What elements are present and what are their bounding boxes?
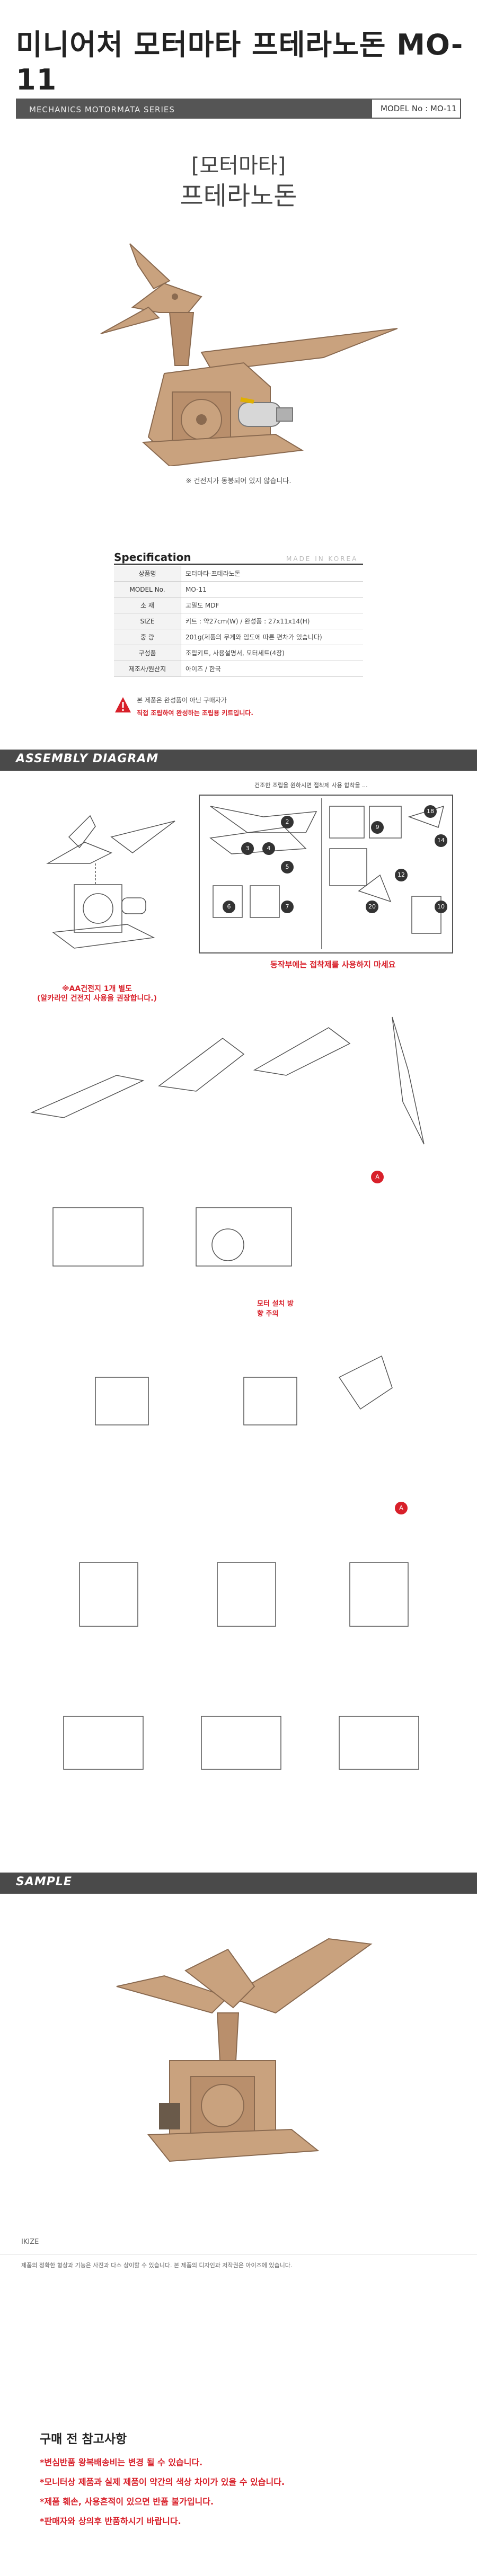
spec-value: 키트 : 약27cm(W) / 완성품 : 27x11x14(H) xyxy=(181,613,363,629)
spec-label: 상품명 xyxy=(114,566,181,582)
spec-title: Specification xyxy=(114,551,191,564)
battery-note-line: ※AA건전지 1개 별도 xyxy=(61,985,132,993)
notice-item: *변심반품 왕복배송비는 변경 될 수 있습니다. xyxy=(40,2457,203,2467)
spec-label: 제조사/원산지 xyxy=(114,661,181,677)
glue-warning: 동작부에는 접착제를 사용하지 마세요 xyxy=(270,960,396,969)
spec-divider xyxy=(114,564,363,565)
part-number-badge: 14 xyxy=(435,834,447,847)
sample-product-image xyxy=(116,1938,373,2162)
note-line: 직접 조립하여 완성하는 조립용 키트입니다. xyxy=(137,709,253,717)
brand-logo: IKIZE xyxy=(21,2238,39,2246)
spec-value: 조립키트, 사용설명서, 모터세트(4장) xyxy=(181,645,363,661)
battery-note-line: (알카라인 건전지 사용을 권장합니다.) xyxy=(37,994,157,1003)
part-number-badge: 4 xyxy=(262,842,275,855)
spec-value: 고밀도 MDF xyxy=(181,597,363,613)
spec-value: 아이즈 / 한국 xyxy=(181,661,363,677)
motor-direction-note: 모터 설치 방향 주의 xyxy=(257,1300,294,1318)
notice-title: 구매 전 참고사항 xyxy=(40,2432,127,2446)
parts-board-drawing xyxy=(209,798,445,949)
assembly-section-bar xyxy=(0,750,477,771)
warning-icon xyxy=(115,697,131,712)
part-number-badge: 6 xyxy=(223,901,235,913)
spec-label: SIZE xyxy=(114,613,181,629)
part-number-badge: 3 xyxy=(241,842,254,855)
marker-a-badge: A xyxy=(371,1171,384,1183)
page-title: 미니어처 모터마타 프테라노돈 MO-11 xyxy=(16,28,464,96)
assembly-section-title: ASSEMBLY DIAGRAM xyxy=(16,752,159,765)
footer-note: 제품의 정확한 형상과 기능은 사진과 다소 상이할 수 있습니다. 본 제품의… xyxy=(21,2262,293,2269)
battery-note: ※AA건전지 1개 별도 (알카라인 건전지 사용을 권장합니다.) xyxy=(37,984,157,1003)
spec-row: MODEL No.MO-11 xyxy=(114,581,363,598)
exploded-view xyxy=(46,815,175,949)
spec-value: MO-11 xyxy=(181,581,363,598)
part-number-badge: 20 xyxy=(366,901,378,913)
part-number-badge: 18 xyxy=(424,805,437,818)
spec-label: MODEL No. xyxy=(114,581,181,598)
spec-value: 201g(제품의 무게와 임도에 따른 편차가 있습니다) xyxy=(181,629,363,645)
notice-item: *제품 훼손, 사용흔적이 있으면 반품 불가입니다. xyxy=(40,2497,214,2507)
parts-board xyxy=(199,795,453,953)
spec-notes: 본 제품은 완성품이 아닌 구매자가 직접 조립하여 완성하는 조립용 키트입니… xyxy=(137,694,253,719)
assembly-note: 건조한 조립을 원하시면 접착제 사용 합착을 ... xyxy=(254,782,368,789)
battery-caption: ※ 건전지가 동봉되어 있지 않습니다. xyxy=(186,477,292,485)
series-label: MECHANICS MOTORMATA SERIES xyxy=(29,105,175,114)
note-line: 본 제품은 완성품이 아닌 구매자가 xyxy=(137,697,227,704)
final-assembly-steps xyxy=(63,1562,419,1770)
spec-value: 모터마타-프테라노돈 xyxy=(181,566,363,582)
product-category: [모터마타] xyxy=(191,154,286,178)
spec-label: 구성품 xyxy=(114,645,181,661)
part-number-badge: 10 xyxy=(435,901,447,913)
notice-item: *판매자와 상의후 반품하시기 바랍니다. xyxy=(40,2516,181,2526)
marker-a-badge: A xyxy=(395,1502,408,1514)
product-name: 프테라노돈 xyxy=(180,181,297,211)
spec-label: 소 재 xyxy=(114,597,181,613)
part-number-badge: 5 xyxy=(281,861,294,873)
wing-assembly-steps xyxy=(30,1017,425,1145)
notice-item: *모니터상 제품과 실제 제품이 약간의 색상 차이가 있을 수 있습니다. xyxy=(40,2477,285,2487)
model-box xyxy=(371,99,461,119)
sample-section-bar xyxy=(0,1873,477,1894)
part-number-badge: 12 xyxy=(395,869,408,881)
made-in-korea-mark: MADE IN KOREA xyxy=(286,555,358,563)
part-number-badge: 2 xyxy=(281,816,294,828)
sample-section-title: SAMPLE xyxy=(16,1875,72,1888)
frame-assembly-steps xyxy=(52,1207,393,1425)
notice-list: *변심반품 왕복배송비는 변경 될 수 있습니다. *모니터상 제품과 실제 제… xyxy=(40,2453,285,2531)
part-number-badge: 9 xyxy=(371,821,384,834)
hero-product-image xyxy=(100,243,398,466)
spec-label: 중 량 xyxy=(114,629,181,645)
model-number: MODEL No : MO-11 xyxy=(381,104,457,113)
part-number-badge: 7 xyxy=(281,901,294,913)
